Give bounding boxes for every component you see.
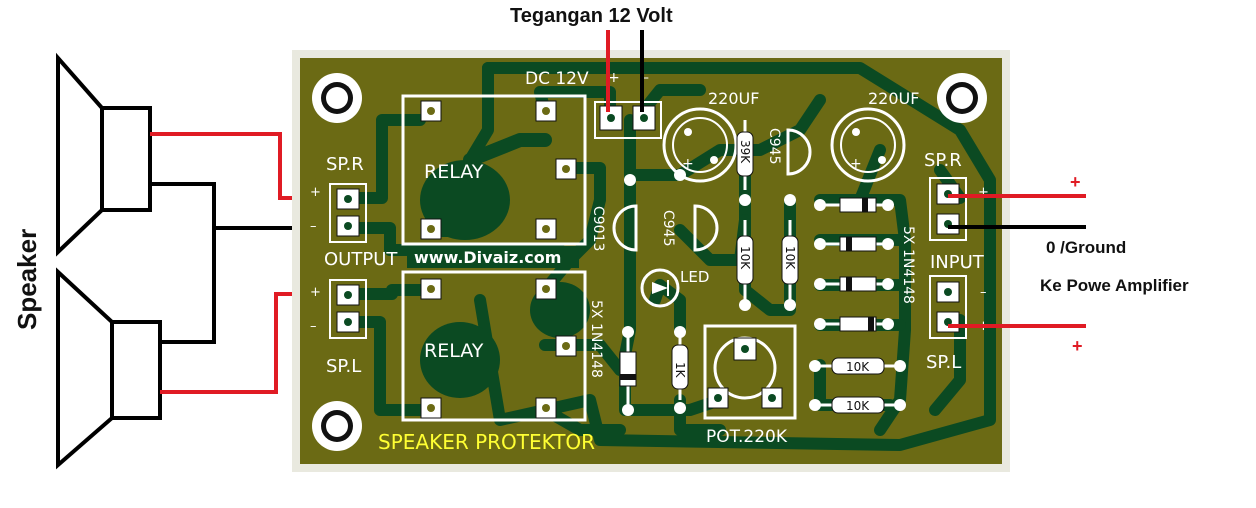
transistor-c945-top (786, 128, 812, 176)
transistor-c9013 (612, 204, 638, 252)
transistor-c945-mid (693, 204, 719, 252)
speaker-label: Speaker (12, 229, 42, 330)
c9013-label: C9013 (590, 206, 606, 251)
spr-left-plus: + (310, 185, 321, 200)
c945-top-label: C945 (766, 128, 782, 165)
input-label: INPUT (930, 252, 985, 273)
spr-right-label: SP.R (924, 150, 962, 171)
spl-left-plus: + (310, 285, 321, 300)
svg-text:+: + (850, 156, 862, 172)
relay-top-label: RELAY (424, 161, 484, 183)
watermark-bg (407, 246, 579, 268)
diode-right-label: 5X 1N4148 (900, 226, 916, 304)
watermark: www.Divaiz.com (414, 248, 561, 267)
r10k-d-label: 10K (846, 399, 870, 413)
speaker-top-icon (56, 52, 152, 257)
resistor-10k-b (781, 220, 799, 300)
spl-right-minus: – (980, 285, 987, 300)
svg-text:+: + (682, 156, 694, 172)
r10k-a-label: 10K (738, 246, 752, 270)
supply-wires (606, 30, 644, 112)
led-label: LED (680, 268, 709, 286)
capacitor-left: + (662, 107, 738, 183)
diode-center-label: 5X 1N4148 (588, 300, 604, 378)
connector-spr-left (329, 183, 367, 243)
input-wires (948, 194, 1086, 328)
resistor-10k-a (736, 220, 754, 300)
spr-right-plus: + (978, 185, 989, 200)
resistor-10k-c (815, 357, 900, 375)
amplifier-label: Ke Powe Amplifier (1040, 276, 1189, 295)
cap-left-label: 220UF (708, 89, 759, 108)
pot-label: POT.220K (706, 427, 788, 447)
led-icon (640, 268, 680, 308)
mounting-holes (312, 73, 987, 451)
dc-label: DC 12V (525, 69, 589, 89)
dc-minus: – (642, 70, 649, 86)
ground-label: 0 /Ground (1046, 238, 1126, 257)
c945-mid-label: C945 (660, 210, 676, 247)
via-pads (622, 169, 906, 416)
potentiometer (703, 324, 797, 420)
spl-left-label: SP.L (326, 356, 361, 377)
output-label: OUTPUT (324, 249, 398, 270)
spr-left-label: SP.R (326, 154, 364, 175)
r1k-label: 1K (673, 362, 687, 379)
relay-bottom: RELAY (401, 270, 587, 422)
speaker-bottom-icon (56, 267, 162, 470)
spl-right-label: SP.L (926, 352, 961, 373)
diode-single (619, 335, 637, 410)
capacitor-right: + (830, 107, 906, 183)
resistor-39k (736, 120, 754, 190)
r10k-b-label: 10K (783, 246, 797, 270)
board-title: SPEAKER PROTEKTOR (378, 430, 595, 454)
spr-left-minus: – (310, 219, 317, 234)
r10k-c-label: 10K (846, 360, 870, 374)
dc-plus: + (608, 70, 620, 86)
r39k-label: 39K (738, 140, 752, 164)
relay-pad-holes (427, 107, 570, 412)
connector-spl-left (329, 279, 367, 339)
cap-right-label: 220UF (868, 89, 919, 108)
spl-left-minus: – (310, 319, 317, 334)
resistor-1k (671, 335, 689, 400)
resistor-10k-d (815, 396, 900, 414)
relay-top: RELAY (401, 94, 587, 246)
supply-title: Tegangan 12 Volt (510, 5, 673, 27)
input-plus-top: + (1070, 172, 1081, 192)
input-plus-bottom: + (1072, 336, 1083, 356)
relay-bottom-label: RELAY (424, 340, 484, 362)
diode-array (820, 197, 890, 332)
connector-dc (594, 101, 662, 139)
